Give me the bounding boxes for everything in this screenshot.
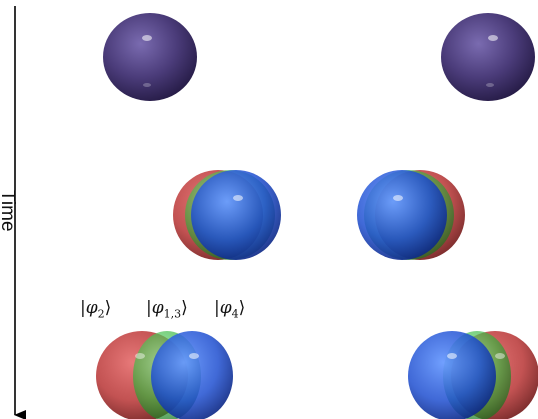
sphere-cluster-right-bottom: [408, 331, 538, 419]
sphere-right-top: [441, 13, 535, 101]
sphere-cluster-right-middle: [357, 170, 465, 260]
label-phi-2: |φ2⟩: [80, 298, 112, 321]
label-phi-1-3: |φ1,3⟩: [146, 298, 188, 321]
time-axis-label: Time: [0, 190, 18, 232]
label-phi-4: |φ4⟩: [214, 298, 246, 321]
sphere-cluster-left-bottom: [96, 331, 233, 419]
sphere-left-top: [103, 13, 197, 101]
sphere-cluster-left-middle: [173, 170, 281, 260]
